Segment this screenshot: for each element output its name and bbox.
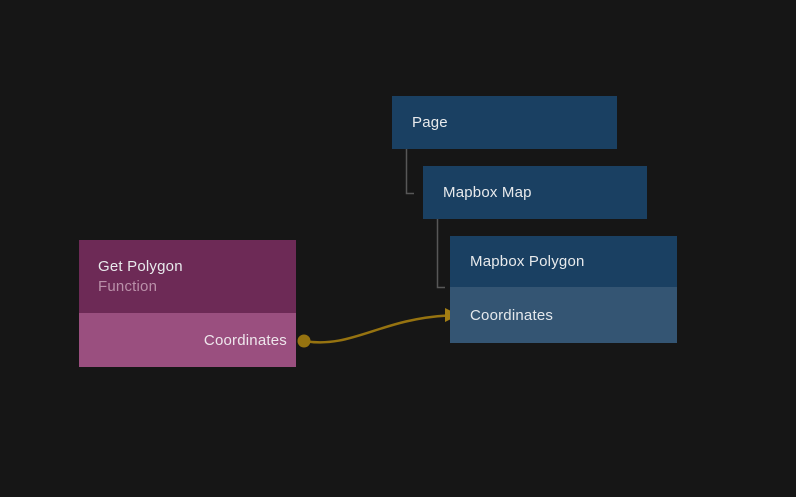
- output-port-dot[interactable]: [297, 334, 311, 348]
- node-page[interactable]: Page: [392, 96, 617, 149]
- connection-curve[interactable]: [303, 314, 449, 344]
- output-row-coordinates[interactable]: Coordinates: [79, 313, 296, 367]
- node-get-polygon-header: Get Polygon Function: [79, 240, 296, 313]
- tree-connector-line-mapbox-map-to-polygon: [436, 219, 445, 289]
- node-get-polygon-title: Get Polygon: [98, 258, 183, 275]
- tree-connector-line-page-to-mapbox-map: [405, 149, 414, 195]
- node-mapbox-polygon-title: Mapbox Polygon: [450, 236, 677, 287]
- node-mapbox-map[interactable]: Mapbox Map: [423, 166, 647, 219]
- node-get-polygon[interactable]: Get Polygon Function Coordinates: [79, 240, 296, 367]
- output-label-coordinates: Coordinates: [203, 331, 287, 349]
- node-get-polygon-subtitle: Function: [98, 278, 158, 295]
- node-mapbox-polygon[interactable]: Mapbox Polygon Coordinates: [450, 236, 677, 343]
- node-page-title: Page: [412, 114, 448, 131]
- node-mapbox-map-title: Mapbox Map: [443, 184, 532, 201]
- input-row-coordinates[interactable]: Coordinates: [450, 287, 677, 343]
- input-label-coordinates: Coordinates: [470, 306, 554, 324]
